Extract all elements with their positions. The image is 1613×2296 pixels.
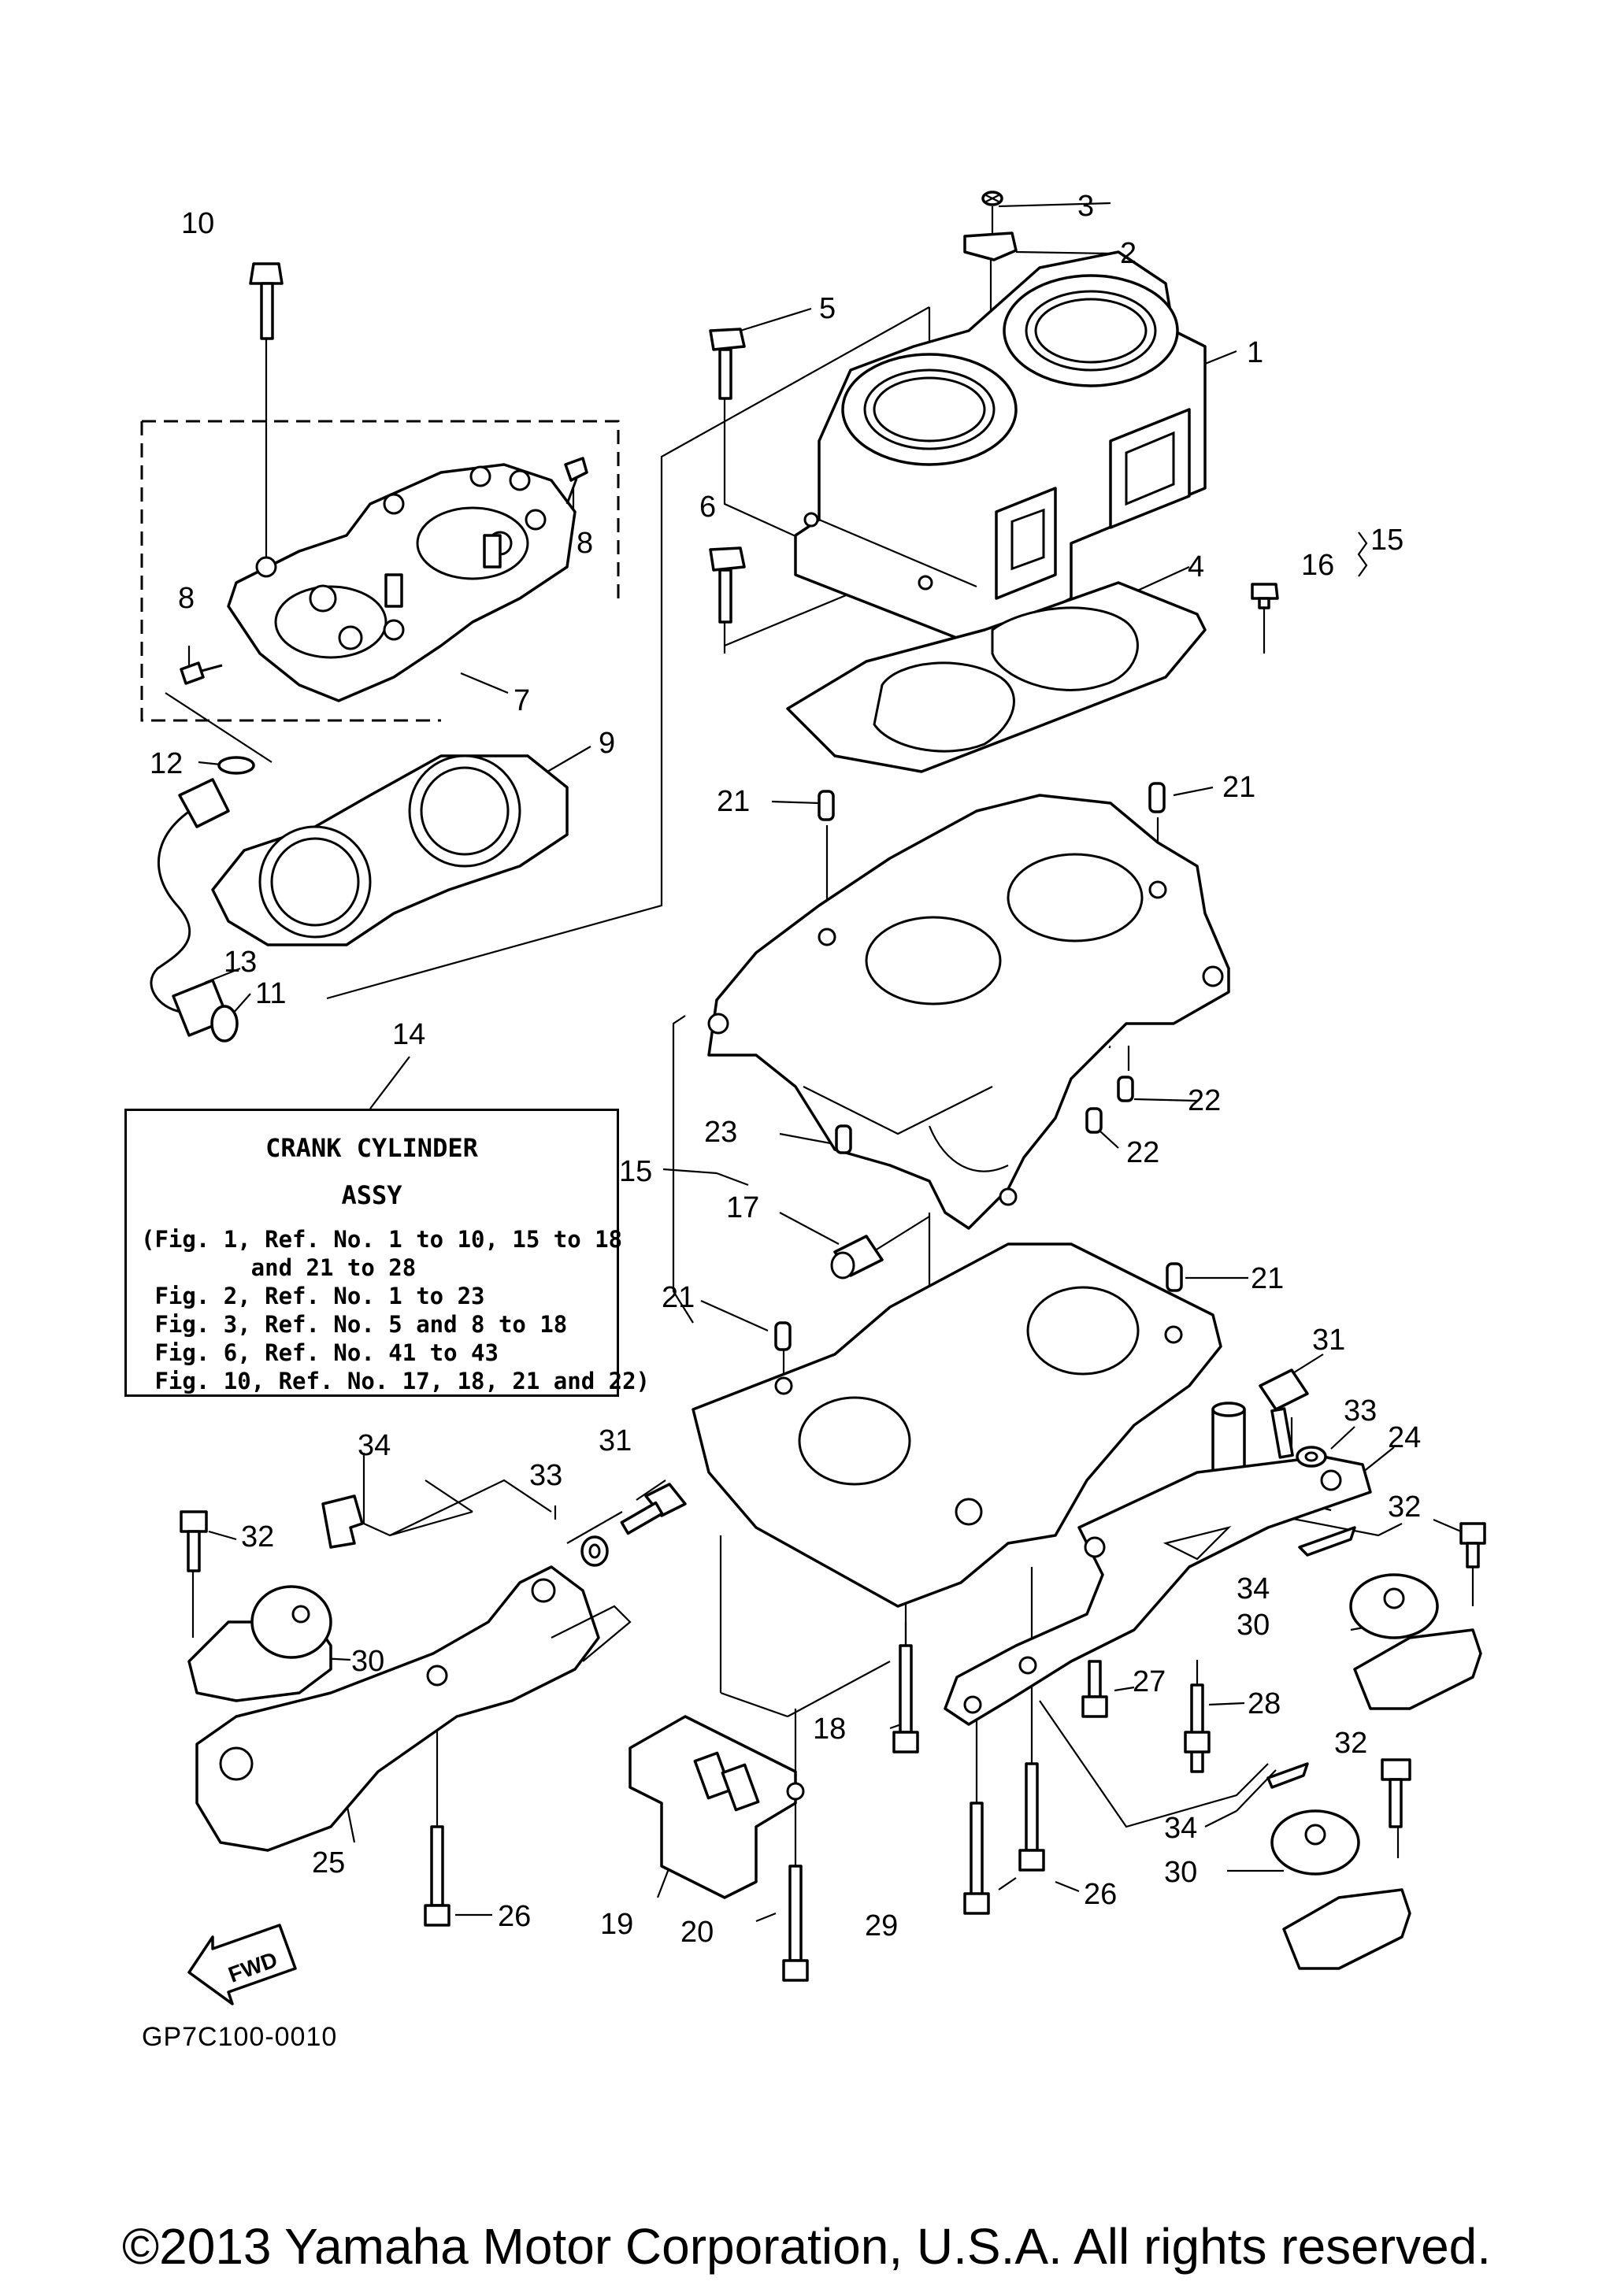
assy-ref-line: (Fig. 1, Ref. No. 1 to 10, 15 to 18 xyxy=(141,1226,623,1253)
assy-ref-line: Fig. 3, Ref. No. 5 and 8 to 18 xyxy=(141,1311,568,1338)
callout-1: 1 xyxy=(1247,336,1263,369)
head-screws xyxy=(180,457,588,685)
callout-19: 19 xyxy=(600,1908,633,1941)
callout-34: 34 xyxy=(358,1429,391,1462)
callout-17: 17 xyxy=(726,1191,759,1224)
callout-11: 11 xyxy=(255,977,286,1010)
callout-30: 30 xyxy=(1164,1856,1197,1889)
callout-4: 4 xyxy=(1188,550,1204,583)
bracket xyxy=(629,1715,805,1899)
head-gasket xyxy=(211,754,569,946)
callout-10: 10 xyxy=(181,207,214,240)
head-bolt xyxy=(249,262,284,340)
cylinder-head xyxy=(227,463,577,702)
hose-assembly xyxy=(150,756,255,1042)
callout-16: 16 xyxy=(1301,549,1334,582)
dowel-pins xyxy=(774,782,1183,1351)
rubber-mounts xyxy=(187,1573,1482,1970)
callout-29: 29 xyxy=(865,1909,898,1942)
assy-ref-line: Fig. 10, Ref. No. 17, 18, 21 and 22) xyxy=(141,1368,651,1394)
small-bolt xyxy=(1251,583,1279,609)
callout-31: 31 xyxy=(599,1424,632,1457)
callout-32: 32 xyxy=(1388,1491,1421,1524)
callout-13: 13 xyxy=(224,946,257,979)
left-engine-mount xyxy=(195,1565,632,1852)
callout-32: 32 xyxy=(241,1520,274,1554)
callout-15: 15 xyxy=(619,1155,652,1188)
callout-12: 12 xyxy=(150,747,183,780)
upper-crankcase xyxy=(707,794,1230,1230)
callout-30: 30 xyxy=(1237,1609,1270,1642)
callout-5: 5 xyxy=(819,292,836,325)
callout-21: 21 xyxy=(1222,771,1255,804)
callout-8: 8 xyxy=(577,527,593,560)
assy-ref-line: and 21 to 28 xyxy=(141,1254,417,1281)
bracket-and-screw xyxy=(963,191,1018,261)
assy-title-line-2: ASSY xyxy=(341,1180,402,1210)
callout-20: 20 xyxy=(680,1916,714,1949)
callout-22: 22 xyxy=(1188,1084,1221,1117)
callout-33: 33 xyxy=(1344,1394,1377,1428)
callout-21: 21 xyxy=(1251,1262,1284,1295)
callout-31: 31 xyxy=(1312,1324,1345,1357)
callout-21: 21 xyxy=(717,785,750,818)
assy-ref-line: Fig. 2, Ref. No. 1 to 23 xyxy=(141,1283,485,1309)
cylinder-block xyxy=(794,250,1207,647)
callout-28: 28 xyxy=(1248,1687,1281,1720)
callout-15: 15 xyxy=(1370,524,1403,557)
callout-30: 30 xyxy=(351,1645,384,1678)
assy-title-line-1: CRANK CYLINDER xyxy=(265,1133,478,1163)
lower-crankcase xyxy=(692,1242,1246,1608)
callout-8: 8 xyxy=(178,582,195,615)
callout-labels: 3 2 10 5 1 8 6 15 16 4 8 7 9 12 21 21 13… xyxy=(150,190,1421,1949)
assembly-info-box: CRANK CYLINDER ASSY (Fig. 1, Ref. No. 1 … xyxy=(124,1109,650,1397)
callout-26: 26 xyxy=(498,1900,531,1933)
callout-14: 14 xyxy=(392,1018,425,1051)
callout-22: 22 xyxy=(1126,1136,1159,1169)
callout-26: 26 xyxy=(1084,1878,1117,1911)
callout-6: 6 xyxy=(699,491,716,524)
callout-32: 32 xyxy=(1334,1727,1367,1760)
callout-24: 24 xyxy=(1388,1421,1421,1454)
callout-33: 33 xyxy=(529,1459,562,1492)
callout-34: 34 xyxy=(1164,1812,1197,1845)
callout-25: 25 xyxy=(312,1846,345,1879)
callout-3: 3 xyxy=(1077,190,1094,223)
assy-ref-line: Fig. 6, Ref. No. 41 to 43 xyxy=(141,1339,499,1366)
callout-9: 9 xyxy=(599,727,615,760)
callout-2: 2 xyxy=(1120,237,1137,270)
callout-18: 18 xyxy=(813,1713,846,1746)
callout-7: 7 xyxy=(514,684,530,717)
hardware xyxy=(180,1368,1486,1982)
callout-23: 23 xyxy=(704,1116,737,1149)
bracket-brace xyxy=(1357,531,1368,577)
callout-34: 34 xyxy=(1237,1572,1270,1605)
fwd-arrow-icon: FWD xyxy=(187,1924,297,2005)
callout-27: 27 xyxy=(1133,1665,1166,1698)
right-engine-mount xyxy=(944,1455,1372,1726)
copyright-notice: ©2013 Yamaha Motor Corporation, U.S.A. A… xyxy=(121,2218,1492,2275)
callout-21: 21 xyxy=(662,1281,695,1314)
cylinder-gasket xyxy=(786,581,1207,773)
cylinder-bolts xyxy=(709,328,746,624)
bushing xyxy=(830,1235,884,1279)
diagram-code: GP7C100-0010 xyxy=(142,2022,338,2052)
